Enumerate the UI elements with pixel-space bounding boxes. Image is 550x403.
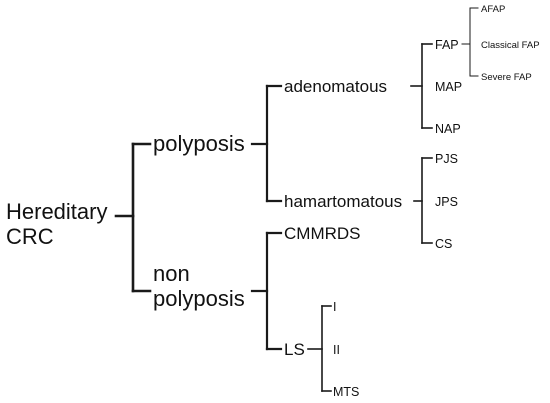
pjs-label: PJS: [435, 152, 458, 166]
polyposis-label: polyposis: [153, 131, 245, 156]
cmmrds-label: CMMRDS: [284, 224, 361, 243]
non-polyposis-label-line-2: polyposis: [153, 286, 245, 311]
ls-bracket: [307, 305, 332, 392]
classical-fap-label: Classical FAP: [481, 40, 540, 51]
root-label-line-2: CRC: [6, 224, 54, 249]
ls-label: LS: [284, 340, 305, 359]
cs-label: CS: [435, 237, 452, 251]
ls-item-ii-label: II: [333, 343, 340, 357]
ls-item-i-label: I: [333, 300, 336, 314]
non-polyposis-label-line-1: non: [153, 261, 190, 286]
ls-item-mts-label: MTS: [333, 385, 359, 399]
root-label-line-1: Hereditary: [6, 199, 107, 224]
polyposis-bracket: [250, 84, 283, 203]
jps-label: JPS: [435, 195, 458, 209]
adenomatous-bracket: [410, 43, 433, 129]
nap-label: NAP: [435, 122, 461, 136]
hamartomatous-bracket: [413, 157, 433, 244]
adenomatous-label: adenomatous: [284, 77, 387, 96]
non-polyposis-bracket: [250, 231, 283, 351]
fap-bracket: [461, 7, 479, 77]
map-label: MAP: [435, 80, 462, 94]
fap-label: FAP: [435, 38, 459, 52]
root-bracket: [114, 142, 152, 293]
root-node: Hereditary CRC: [6, 199, 107, 249]
hamartomatous-label: hamartomatous: [284, 192, 402, 211]
afap-label: AFAP: [481, 4, 505, 15]
non-polyposis-node: non polyposis: [153, 261, 245, 311]
severe-fap-label: Severe FAP: [481, 72, 532, 83]
